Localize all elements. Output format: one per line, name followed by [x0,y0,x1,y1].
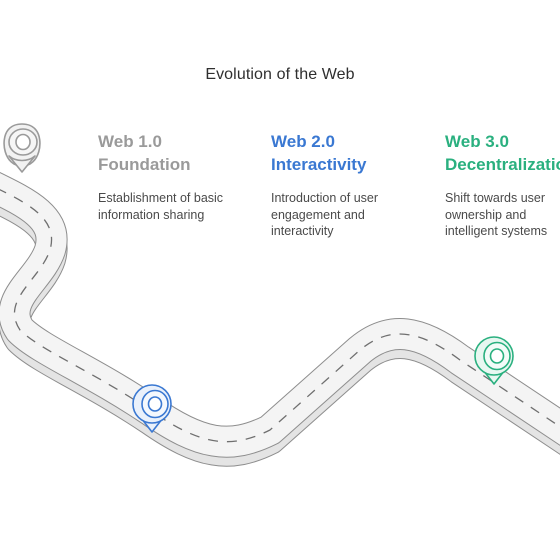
diagram-title: Evolution of the Web [205,66,355,83]
location-pin-icon [474,336,514,385]
stage-version: Web 3.0 [445,132,509,151]
location-pin-icon [132,384,172,433]
stage-description: Introduction of user engagement and inte… [271,191,379,238]
stage-web-3: Web 3.0 Decentralization Shift towards u… [445,130,560,240]
stage-web-1: Web 1.0 Foundation Establishment of basi… [98,130,288,223]
stage-version: Web 1.0 [98,132,162,151]
location-pin-icon [3,123,41,173]
stage-name: Foundation [98,155,191,174]
stage-version: Web 2.0 [271,132,335,151]
stage-description: Shift towards user ownership and intelli… [445,191,548,238]
stage-name: Interactivity [271,155,367,174]
stage-description: Establishment of basic information shari… [98,191,224,222]
stage-name: Decentralization [445,155,560,174]
stage-web-2: Web 2.0 Interactivity Introduction of us… [271,130,461,240]
